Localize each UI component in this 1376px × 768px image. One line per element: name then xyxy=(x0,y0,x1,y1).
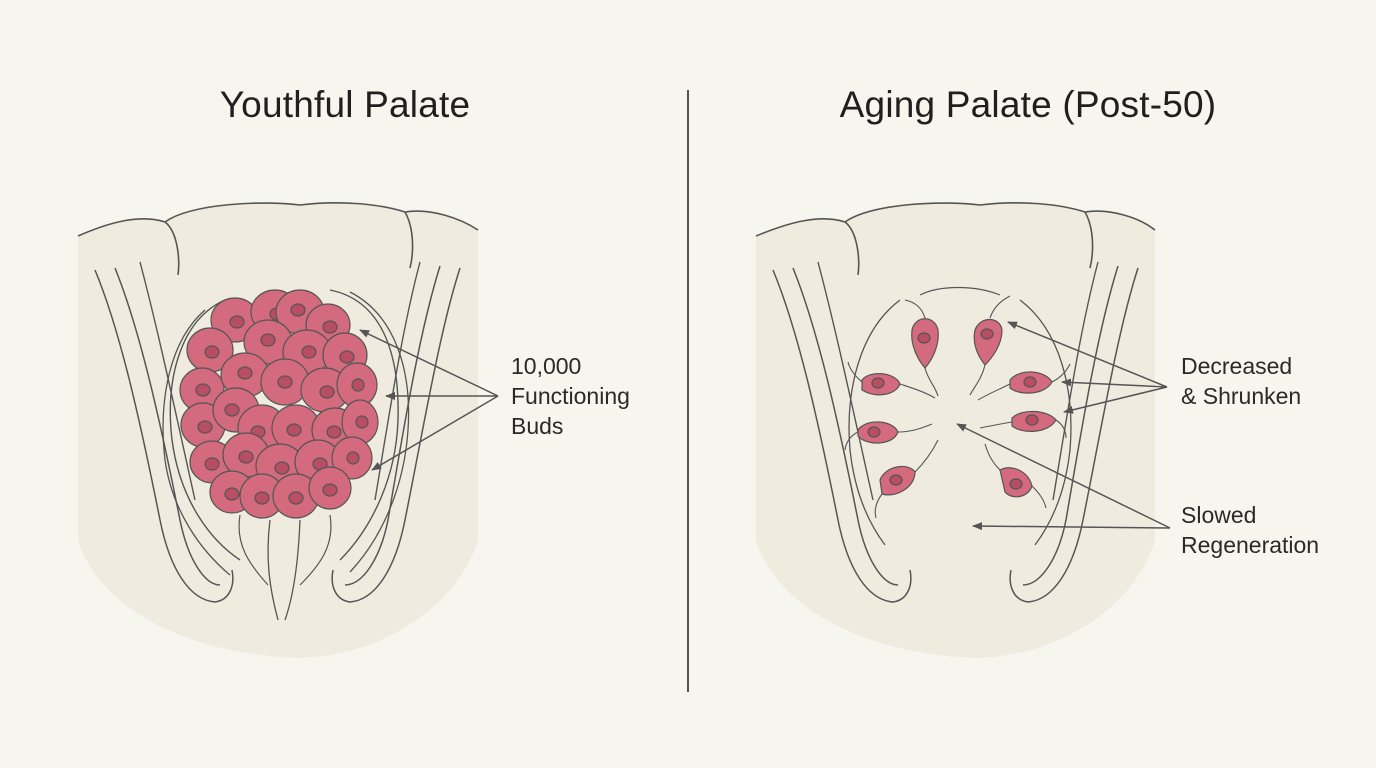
label-line: Decreased xyxy=(1181,353,1293,379)
functioning-buds-label: 10,000 Functioning Buds xyxy=(511,351,630,441)
aging-label-arrows xyxy=(956,321,1171,531)
label-line: & Shrunken xyxy=(1181,383,1302,409)
cell-tails xyxy=(844,295,1071,519)
label-line: Functioning xyxy=(511,383,630,409)
aging-palate-title: Aging Palate (Post-50) xyxy=(839,84,1217,125)
label-line: Regeneration xyxy=(1181,532,1320,558)
label-line: Buds xyxy=(511,413,564,439)
shrunken-bud-cells xyxy=(857,318,1057,498)
label-line: Slowed xyxy=(1181,502,1257,528)
label-line: 10,000 xyxy=(511,353,582,379)
slowed-regeneration-label: Slowed Regeneration xyxy=(1181,500,1319,560)
decreased-shrunken-label: Decreased & Shrunken xyxy=(1181,351,1301,411)
youthful-label-arrows xyxy=(359,329,499,471)
functioning-bud-cluster xyxy=(179,289,379,519)
youthful-palate-title: Youthful Palate xyxy=(219,84,471,125)
panel-divider xyxy=(687,90,689,692)
aging-tissue xyxy=(755,202,1156,659)
